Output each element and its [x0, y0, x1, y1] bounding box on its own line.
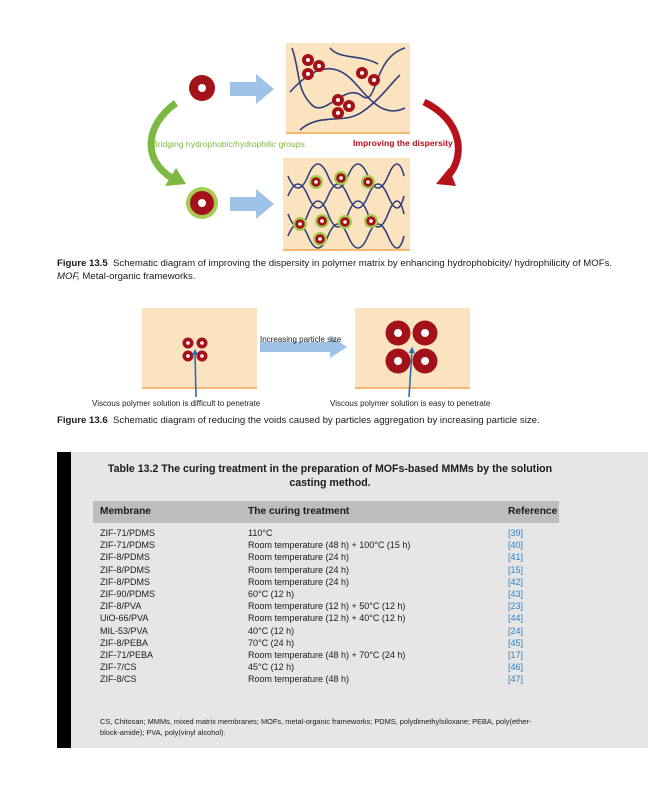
cell-membrane: ZIF-71/PEBA — [100, 649, 154, 660]
cell-reference-link[interactable]: [46] — [508, 662, 524, 673]
cell-reference-link[interactable]: [17] — [508, 649, 524, 660]
cell-membrane: ZIF-8/PDMS — [100, 552, 151, 563]
cell-membrane: ZIF-8/CS — [100, 674, 137, 685]
label-bridging-groups: Bridging hydrophobic/hydrophilic groups — [152, 139, 305, 149]
dispersion-panel-bottom — [283, 158, 410, 251]
cell-reference-link[interactable]: [47] — [508, 674, 524, 685]
cell-treatment: Room temperature (24 h) — [248, 552, 350, 563]
note-easy-to-penetrate: Viscous polymer solution is easy to pene… — [330, 399, 491, 408]
figure-13-5-text-end: Metal-organic frameworks. — [79, 270, 196, 282]
particle-cluster-top — [302, 54, 380, 119]
cell-treatment: Room temperature (24 h) — [248, 576, 350, 587]
table-row: UiO-66/PVA Room temperature (12 h) + 40°C… — [93, 613, 559, 625]
cell-reference-link[interactable]: [42] — [508, 576, 524, 587]
table-row: ZIF-7/CS 45°C (12 h) [46] — [93, 662, 559, 674]
table-row: ZIF-8/CS Room temperature (48 h) [47] — [93, 674, 559, 686]
table-title-line-1: Table 13.2 The curing treatment in the p… — [107, 463, 553, 475]
cell-reference-link[interactable]: [23] — [508, 601, 524, 612]
cell-membrane: ZIF-8/PDMS — [100, 576, 151, 587]
red-curved-arrow — [422, 98, 462, 186]
dispersion-panel-top — [286, 43, 410, 134]
cell-membrane: ZIF-8/PDMS — [100, 564, 151, 575]
cell-reference-link[interactable]: [41] — [508, 552, 524, 563]
cell-treatment: Room temperature (12 h) + 40°C (12 h) — [248, 613, 406, 624]
table-row: MIL-53/PVA 40°C (12 h) [24] — [93, 626, 559, 638]
table-row: ZIF-8/PDMS Room temperature (24 h) [42] — [93, 577, 559, 589]
cell-reference-link[interactable]: [39] — [508, 528, 524, 538]
footnote-line-1: CS, Chitosan; MMMs, mixed matrix membran… — [100, 717, 532, 726]
coated-particle — [186, 187, 218, 219]
cell-treatment: Room temperature (48 h) + 70°C (24 h) — [248, 649, 406, 660]
table-side-bar — [57, 452, 71, 748]
header-curing-treatment: The curing treatment — [248, 506, 350, 517]
cell-treatment: Room temperature (24 h) — [248, 564, 350, 575]
cell-treatment: Room temperature (12 h) + 50°C (12 h) — [248, 601, 406, 612]
cell-membrane: ZIF-71/PDMS — [100, 528, 156, 538]
label-increasing-particle-size: Increasing particle size — [260, 335, 342, 344]
figure-13-5-abbr: MOF, — [57, 270, 80, 282]
cell-reference-link[interactable]: [40] — [508, 540, 524, 551]
figure-13-6-label: Figure 13.6 — [57, 415, 108, 426]
header-reference: Reference — [508, 506, 558, 517]
table-header: Membrane The curing treatment Reference — [93, 501, 559, 523]
cell-treatment: 40°C (12 h) — [248, 625, 295, 636]
cell-membrane: MIL-53/PVA — [100, 625, 148, 636]
cell-treatment: Room temperature (48 h) + 100°C (15 h) — [248, 540, 411, 551]
cell-treatment: 70°C (24 h) — [248, 637, 295, 648]
table-row: ZIF-71/PDMS 110°C [39] — [93, 528, 559, 540]
coated-particles — [293, 171, 378, 246]
small-particle-panel — [142, 308, 257, 398]
cell-treatment: 60°C (12 h) — [248, 588, 295, 599]
cell-membrane: ZIF-8/PEBA — [100, 637, 149, 648]
table-row: ZIF-8/PVA Room temperature (12 h) + 50°C … — [93, 601, 559, 613]
cell-treatment: 45°C (12 h) — [248, 662, 295, 673]
table-title: Table 13.2 The curing treatment in the p… — [100, 463, 560, 490]
figure-13-5-caption: Figure 13.5 Schematic diagram of improvi… — [57, 258, 617, 283]
table-row: ZIF-90/PDMS 60°C (12 h) [43] — [93, 589, 559, 601]
figure-13-6-text: Schematic diagram of reducing the voids … — [113, 415, 540, 426]
particle-size-arrow — [260, 336, 347, 358]
footnote-line-2: block-amide); PVA, poly(vinyl alcohol). — [100, 727, 226, 737]
table-row: ZIF-8/PDMS Room temperature (24 h) [41] — [93, 552, 559, 564]
bare-particle — [189, 75, 215, 101]
cell-membrane: ZIF-90/PDMS — [100, 588, 156, 599]
blue-arrow-top — [230, 74, 274, 104]
cell-reference-link[interactable]: [24] — [508, 625, 524, 636]
note-difficult-to-penetrate: Viscous polymer solution is difficult to… — [92, 399, 261, 408]
cell-reference-link[interactable]: [45] — [508, 637, 524, 648]
label-improving-dispersity: Improving the dispersity — [353, 138, 453, 148]
figure-13-5-label: Figure 13.5 — [57, 258, 108, 269]
cell-treatment: 110°C — [248, 528, 273, 538]
cell-reference-link[interactable]: [44] — [508, 613, 524, 624]
blue-arrow-bottom — [230, 189, 274, 219]
cell-reference-link[interactable]: [43] — [508, 588, 524, 599]
cell-treatment: Room temperature (48 h) — [248, 674, 350, 685]
cell-membrane: ZIF-8/PVA — [100, 601, 142, 612]
table-row: ZIF-71/PDMS Room temperature (48 h) + 100… — [93, 540, 559, 552]
table-title-line-2: casting method. — [289, 476, 371, 489]
figures-artwork: Bridging hydrophobic/hydrophilic groups … — [92, 43, 491, 408]
table-row: ZIF-71/PEBA Room temperature (48 h) + 70°… — [93, 650, 559, 662]
cell-membrane: ZIF-7/CS — [100, 662, 137, 673]
header-membrane: Membrane — [100, 506, 151, 517]
cell-membrane: ZIF-71/PDMS — [100, 540, 156, 551]
large-particle-panel — [355, 308, 470, 398]
cell-reference-link[interactable]: [15] — [508, 564, 524, 575]
cell-membrane: UiO-66/PVA — [100, 613, 149, 624]
green-curved-arrow — [147, 100, 186, 186]
table-footnote: CS, Chitosan; MMMs, mixed matrix membran… — [100, 717, 555, 738]
table-body: ZIF-71/PDMS 110°C [39] ZIF-71/PDMS Room tem… — [93, 528, 559, 686]
figure-13-5-text: Schematic diagram of improving the dispe… — [113, 258, 613, 269]
table-row: ZIF-8/PEBA 70°C (24 h) [45] — [93, 638, 559, 650]
table-row: ZIF-8/PDMS Room temperature (24 h) [15] — [93, 565, 559, 577]
figure-13-6-caption: Figure 13.6 Schematic diagram of reducin… — [57, 415, 617, 428]
